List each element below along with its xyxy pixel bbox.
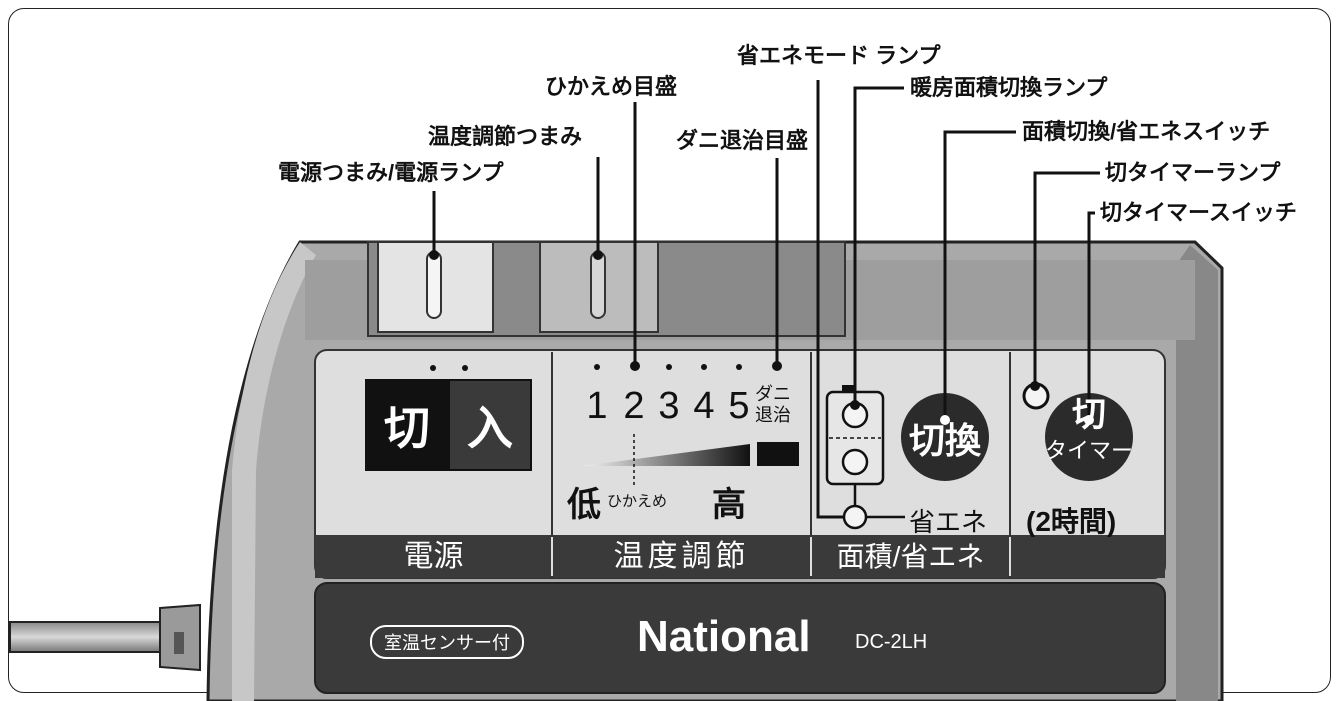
temp-reserved-label: ひかえめ — [607, 493, 668, 510]
temperature-section — [583, 364, 799, 486]
sensor-badge: 室温センサー付 — [370, 625, 524, 659]
temp-level-3: 3 — [658, 385, 680, 427]
power-cord — [9, 603, 201, 672]
area-switch — [901, 393, 989, 481]
model-number: DC-2LH — [855, 631, 928, 653]
temp-high-label: 高 — [712, 486, 746, 524]
temperature-ramp — [583, 444, 750, 466]
callout-timer-switch: 切タイマースイッチ — [1100, 200, 1297, 225]
power-section — [365, 365, 532, 471]
callout-temperature-knob: 温度調節つまみ — [428, 124, 583, 149]
area-section-label: 面積/省エネ — [836, 541, 985, 572]
callout-timer-lamp: 切タイマーランプ — [1105, 160, 1281, 185]
callout-power-knob: 電源つまみ/電源ランプ — [278, 160, 504, 185]
callout-eco-lamp: 省エネモード ランプ — [737, 43, 941, 68]
timer-switch-bottom[interactable]: タイマー — [1045, 438, 1134, 463]
temp-mite-top: ダニ — [755, 384, 791, 404]
power-on-button[interactable]: 入 — [467, 402, 513, 454]
callout-area-lamp: 暖房面積切換ランプ — [910, 75, 1108, 100]
brand-panel — [314, 582, 1166, 694]
temp-level-2: 2 — [623, 385, 645, 427]
temp-level-5: 5 — [728, 385, 750, 427]
timer-duration: (2時間) — [1026, 506, 1117, 537]
temp-low-label: 低 — [567, 486, 601, 524]
power-section-label: 電源 — [403, 540, 464, 573]
callout-area-switch: 面積切換/省エネスイッチ — [1022, 119, 1271, 144]
area-section — [825, 385, 989, 530]
brand-name: National — [637, 612, 811, 661]
temp-section-label: 温度調節 — [613, 540, 750, 573]
eco-label: 省エネ — [909, 507, 988, 537]
timer-switch — [1045, 393, 1133, 481]
power-off-button[interactable]: 切 — [384, 402, 430, 454]
leader-dots — [429, 250, 1094, 425]
temp-level-4: 4 — [693, 385, 715, 427]
mite-block — [757, 442, 799, 466]
leader-lines — [432, 80, 1100, 519]
temp-mite-bottom: 退治 — [755, 405, 791, 425]
callout-mite-scale: ダニ退治目盛 — [676, 128, 809, 153]
eco-lamp — [842, 504, 868, 530]
timer-switch-top[interactable]: 切 — [1072, 396, 1106, 434]
temp-level-1: 1 — [586, 385, 608, 427]
callout-reserved-scale: ひかえめ目盛 — [545, 74, 678, 99]
area-switch-button[interactable]: 切換 — [908, 420, 981, 461]
